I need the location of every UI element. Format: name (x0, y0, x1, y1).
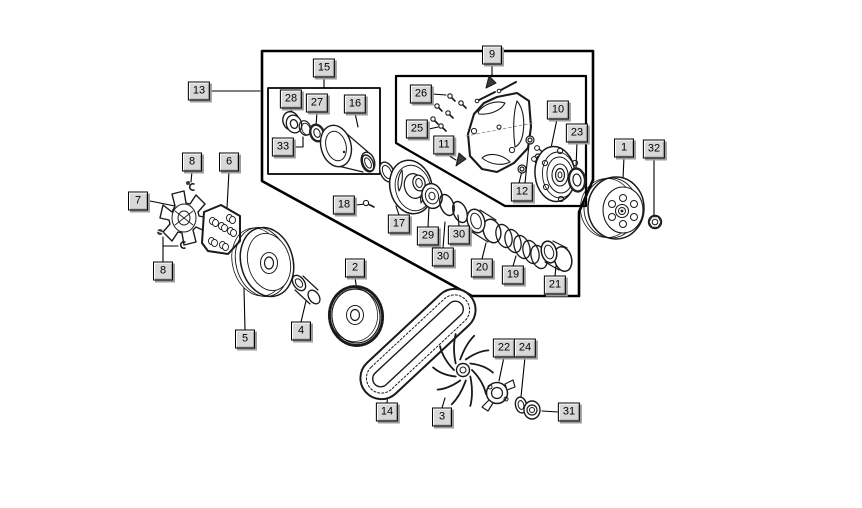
callout-8b[interactable]: 8 (153, 261, 173, 281)
clutch-bell-drawing (580, 176, 645, 240)
cover-screws-drawing (430, 81, 517, 132)
bell-nut-drawing (647, 214, 663, 230)
bearing-drawing (282, 110, 303, 134)
sliding-sleeve-drawing (466, 208, 502, 244)
callout-21[interactable]: 21 (543, 275, 567, 295)
starter-ratchet-drawing (481, 379, 516, 412)
spring-cup-drawing (540, 240, 573, 273)
starter-gear-drawing (327, 285, 385, 347)
callout-2[interactable]: 2 (345, 258, 365, 278)
drive-face-drawing (231, 226, 295, 298)
callout-4[interactable]: 4 (291, 321, 311, 341)
callout-24[interactable]: 24 (513, 338, 537, 358)
callout-20[interactable]: 20 (470, 258, 494, 278)
small-screw-drawing (362, 199, 375, 208)
callout-32[interactable]: 32 (642, 139, 666, 159)
callout-31[interactable]: 31 (557, 402, 581, 422)
hub-seal-drawing (567, 167, 587, 193)
ramp-plate-drawing (159, 190, 209, 246)
callout-25[interactable]: 25 (405, 119, 429, 139)
callout-9[interactable]: 9 (482, 45, 502, 65)
callout-8a[interactable]: 8 (182, 152, 202, 172)
callout-23[interactable]: 23 (565, 123, 589, 143)
callout-15[interactable]: 15 (312, 58, 336, 78)
clutch-cover-drawing (465, 91, 534, 174)
ratchet-nut-drawing (523, 400, 541, 420)
callout-6[interactable]: 6 (219, 152, 239, 172)
frame-clutch-cover-group (394, 74, 588, 208)
callout-17[interactable]: 17 (387, 214, 411, 234)
pulley-bearing-drawing (421, 182, 443, 210)
callout-22[interactable]: 22 (492, 338, 516, 358)
callout-14[interactable]: 14 (375, 402, 399, 422)
callout-16[interactable]: 16 (343, 94, 367, 114)
fan-drawing (432, 333, 494, 407)
callout-7[interactable]: 7 (128, 191, 148, 211)
callout-11[interactable]: 11 (433, 135, 455, 155)
circlips-drawing (438, 193, 469, 224)
circlip-drawing (298, 120, 312, 136)
slider-clips-drawing (156, 181, 195, 249)
callout-18[interactable]: 18 (332, 195, 356, 215)
callout-3[interactable]: 3 (432, 407, 452, 427)
callout-27[interactable]: 27 (305, 93, 329, 113)
callout-10[interactable]: 10 (546, 100, 570, 120)
callout-19[interactable]: 19 (501, 265, 525, 285)
callout-13[interactable]: 13 (187, 81, 211, 101)
callout-12[interactable]: 12 (510, 182, 534, 202)
dowel-pin-drawing (455, 75, 497, 167)
callout-33[interactable]: 33 (271, 137, 295, 157)
callout-30a[interactable]: 30 (447, 225, 471, 245)
callout-28[interactable]: 28 (279, 89, 303, 109)
frame-variator-group (260, 49, 595, 298)
callout-30b[interactable]: 30 (431, 247, 455, 267)
roller-plate-drawing (201, 204, 241, 255)
clutch-hub-drawing (531, 145, 580, 203)
callout-29[interactable]: 29 (416, 226, 440, 246)
drive-belt-drawing (359, 287, 477, 401)
callout-26[interactable]: 26 (409, 84, 433, 104)
callout-5[interactable]: 5 (235, 329, 255, 349)
spacer-bushing-drawing (291, 274, 321, 305)
callout-1[interactable]: 1 (614, 138, 634, 158)
